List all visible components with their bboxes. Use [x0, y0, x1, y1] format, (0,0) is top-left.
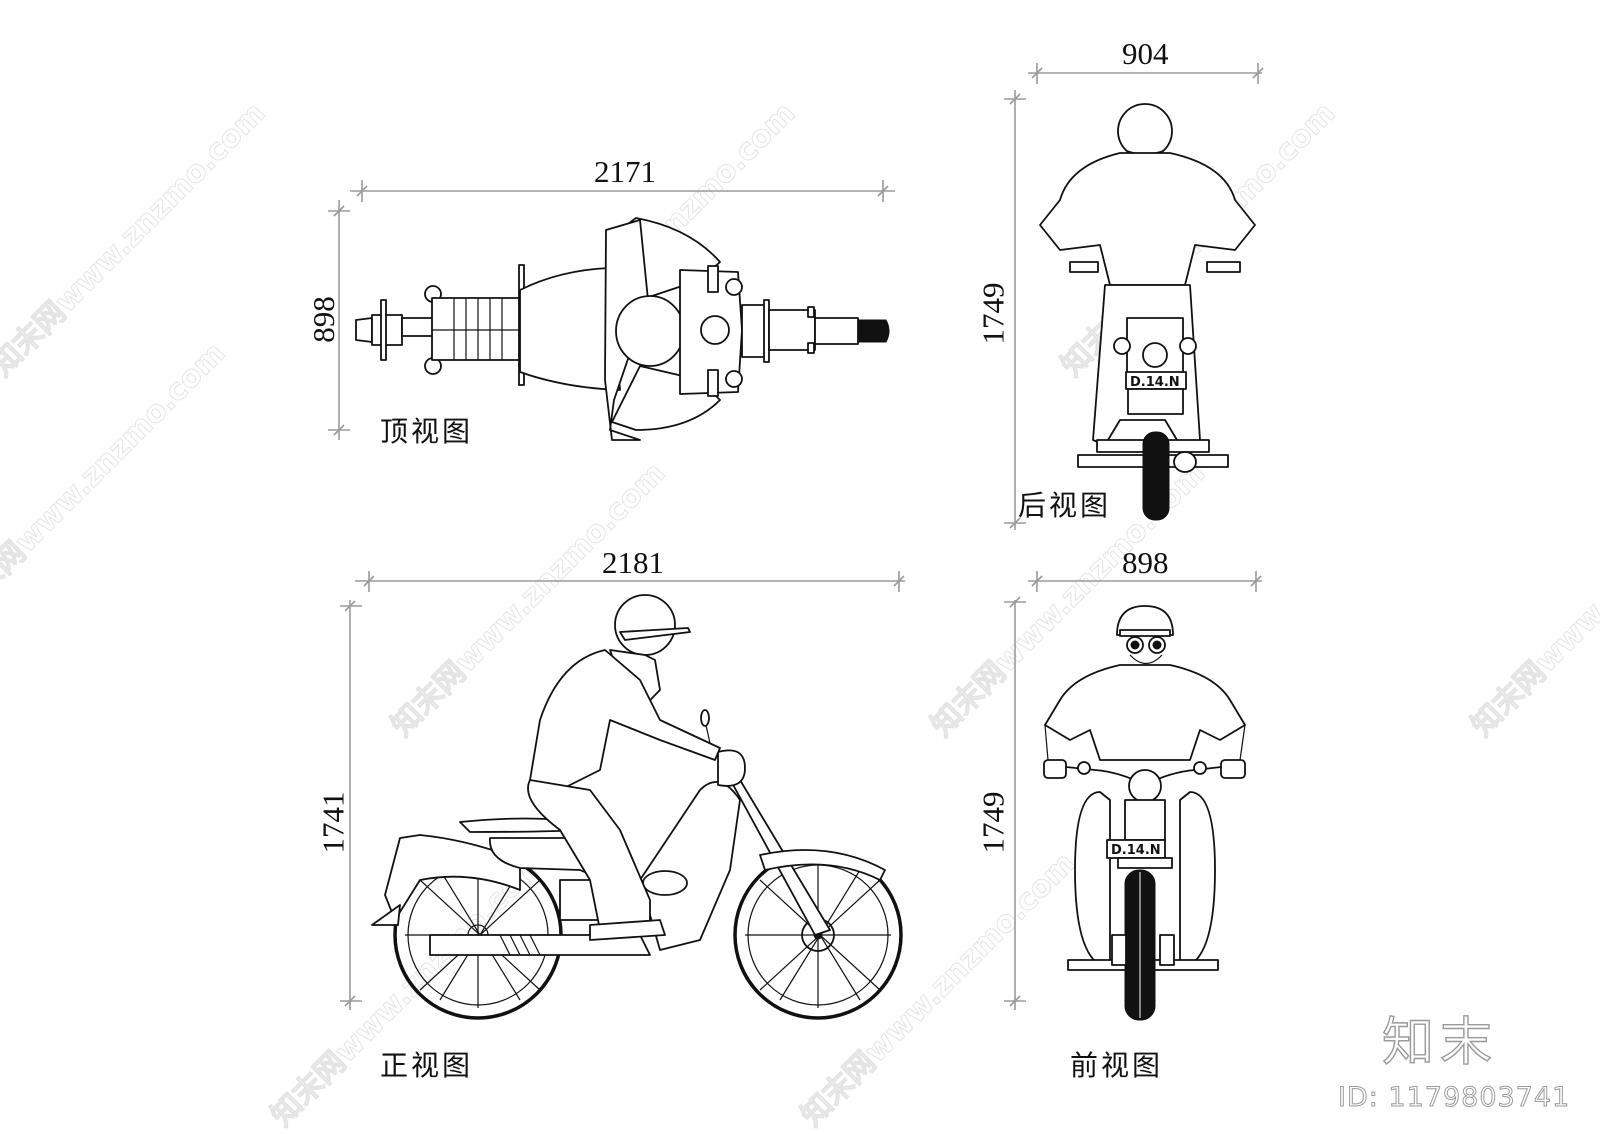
- front-view-width-dimension: 898: [1122, 545, 1169, 580]
- rear-view-label: 后视图: [1018, 489, 1112, 522]
- side-view-length-dimension: 2181: [602, 545, 664, 580]
- side-view-height-dimension: 1741: [315, 791, 351, 854]
- rear-view-width-dimension: 904: [1122, 36, 1169, 71]
- brand-logo: 知末: [1381, 1012, 1499, 1073]
- rear-view-motorcycle: D.14.N: [1039, 103, 1256, 521]
- dimension-lines: [328, 63, 1264, 1010]
- top-view-width-dimension: 898: [305, 296, 341, 343]
- front-view-label: 前视图: [1070, 1049, 1164, 1082]
- top-view-motorcycle: [355, 217, 890, 441]
- side-view-label: 正视图: [380, 1049, 474, 1082]
- rear-view-height-dimension: 1749: [975, 282, 1011, 345]
- top-view-label: 顶视图: [380, 415, 474, 448]
- resource-id: ID: 1179803741: [1337, 1082, 1571, 1114]
- front-license-plate: D.14.N: [1111, 843, 1161, 858]
- front-view-motorcycle: D.14.N: [1043, 605, 1246, 1021]
- rear-license-plate: D.14.N: [1130, 375, 1180, 390]
- side-view-motorcycle: [371, 594, 903, 1020]
- front-view-height-dimension: 1749: [975, 791, 1011, 854]
- top-view-length-dimension: 2171: [594, 154, 656, 189]
